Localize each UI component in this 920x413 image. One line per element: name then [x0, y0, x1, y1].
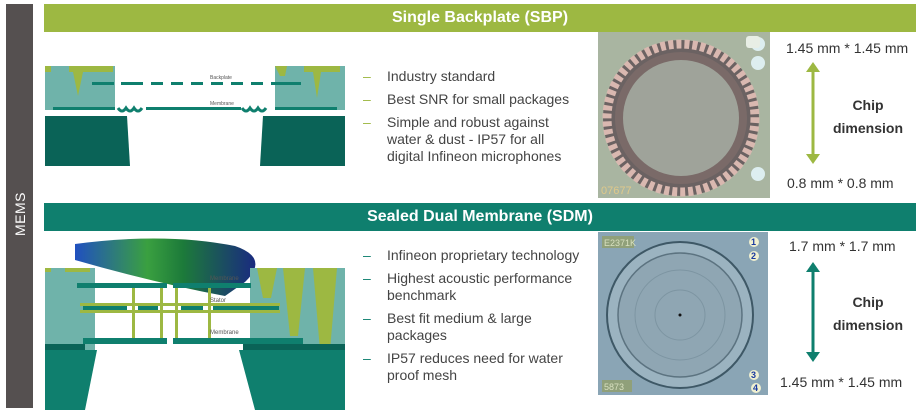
membrane-label: Membrane	[210, 101, 234, 107]
sdm-cross-section-diagram: Membrane Stator Membrane	[45, 238, 345, 410]
dash-bullet-icon: –	[363, 310, 371, 326]
dash-bullet-icon: –	[363, 270, 371, 286]
sbp-dim-label: Chip dimension	[832, 97, 903, 136]
sbp-cross-section-diagram: Backplate Membrane	[45, 66, 345, 166]
dash-bullet-icon: –	[363, 350, 371, 366]
sbp-bullets-0: Industry standard	[387, 68, 496, 84]
backplate-label: Backplate	[210, 75, 232, 81]
sdm-bullets-0: Infineon proprietary technology	[387, 247, 580, 263]
list-item: –Best fit medium & large packages	[363, 310, 593, 344]
sdm-header: Sealed Dual Membrane (SDM)	[44, 203, 916, 231]
sbp-dimension-arrow-icon	[806, 62, 820, 164]
list-item: –Best SNR for small packages	[363, 91, 583, 108]
sdm-chip_marking_bottom: 5873	[604, 382, 624, 392]
chip-marking: 07677	[601, 185, 632, 197]
sdm-dimension-arrow-icon	[806, 262, 820, 362]
sdm-pad_numbers-1: 2	[751, 251, 756, 261]
sbp-bullet-list: –Industry standard –Best SNR for small p…	[363, 68, 583, 171]
dash-bullet-icon: –	[363, 91, 371, 107]
sidebar-label: MEMS	[11, 192, 28, 236]
sdm-bullets-1: Highest acoustic performance benchmark	[387, 270, 573, 303]
list-item: –Simple and robust against water & dust …	[363, 114, 583, 165]
sdm-pad_numbers-0: 1	[751, 237, 756, 247]
dash-bullet-icon: –	[363, 247, 371, 263]
sdm-diagram_labels-stator: Stator	[210, 298, 226, 304]
list-item: –Industry standard	[363, 68, 583, 85]
sdm-dim-bottom: 1.45 mm * 1.45 mm	[780, 374, 903, 390]
sdm-bullets-2: Best fit medium & large packages	[387, 310, 532, 343]
sdm-bullets-3: IP57 reduces need for water proof mesh	[387, 350, 563, 383]
sdm-dim-label: Chip dimension	[832, 294, 903, 333]
sbp-chip-photo: 07677	[598, 32, 770, 198]
sdm-pad_numbers-2: 3	[751, 370, 756, 380]
sbp-bullets-2: Simple and robust against water & dust -…	[387, 114, 562, 164]
sbp-bullets-1: Best SNR for small packages	[387, 91, 570, 107]
sdm-bullet-list: –Infineon proprietary technology –Highes…	[363, 247, 593, 390]
sdm-dim-top: 1.7 mm * 1.7 mm	[789, 238, 896, 254]
sdm-chip_marking_top: E2371K	[604, 238, 636, 248]
sdm-chip-photo: E2371K 5873 1 2 3 4	[598, 232, 768, 395]
dash-bullet-icon: –	[363, 68, 371, 84]
list-item: –Infineon proprietary technology	[363, 247, 593, 264]
sdm-diagram_labels-membrane_top: Membrane	[210, 276, 239, 282]
sidebar-mems: MEMS	[6, 4, 33, 408]
sdm-diagram_labels-membrane_bottom: Membrane	[210, 330, 239, 336]
list-item: –IP57 reduces need for water proof mesh	[363, 350, 593, 384]
sbp-dim-top: 1.45 mm * 1.45 mm	[786, 40, 909, 56]
sbp-header: Single Backplate (SBP)	[44, 4, 916, 32]
sbp-dim-bottom: 0.8 mm * 0.8 mm	[787, 175, 894, 191]
list-item: –Highest acoustic performance benchmark	[363, 270, 593, 304]
sdm-pad_numbers-3: 4	[753, 383, 758, 393]
dash-bullet-icon: –	[363, 114, 371, 130]
